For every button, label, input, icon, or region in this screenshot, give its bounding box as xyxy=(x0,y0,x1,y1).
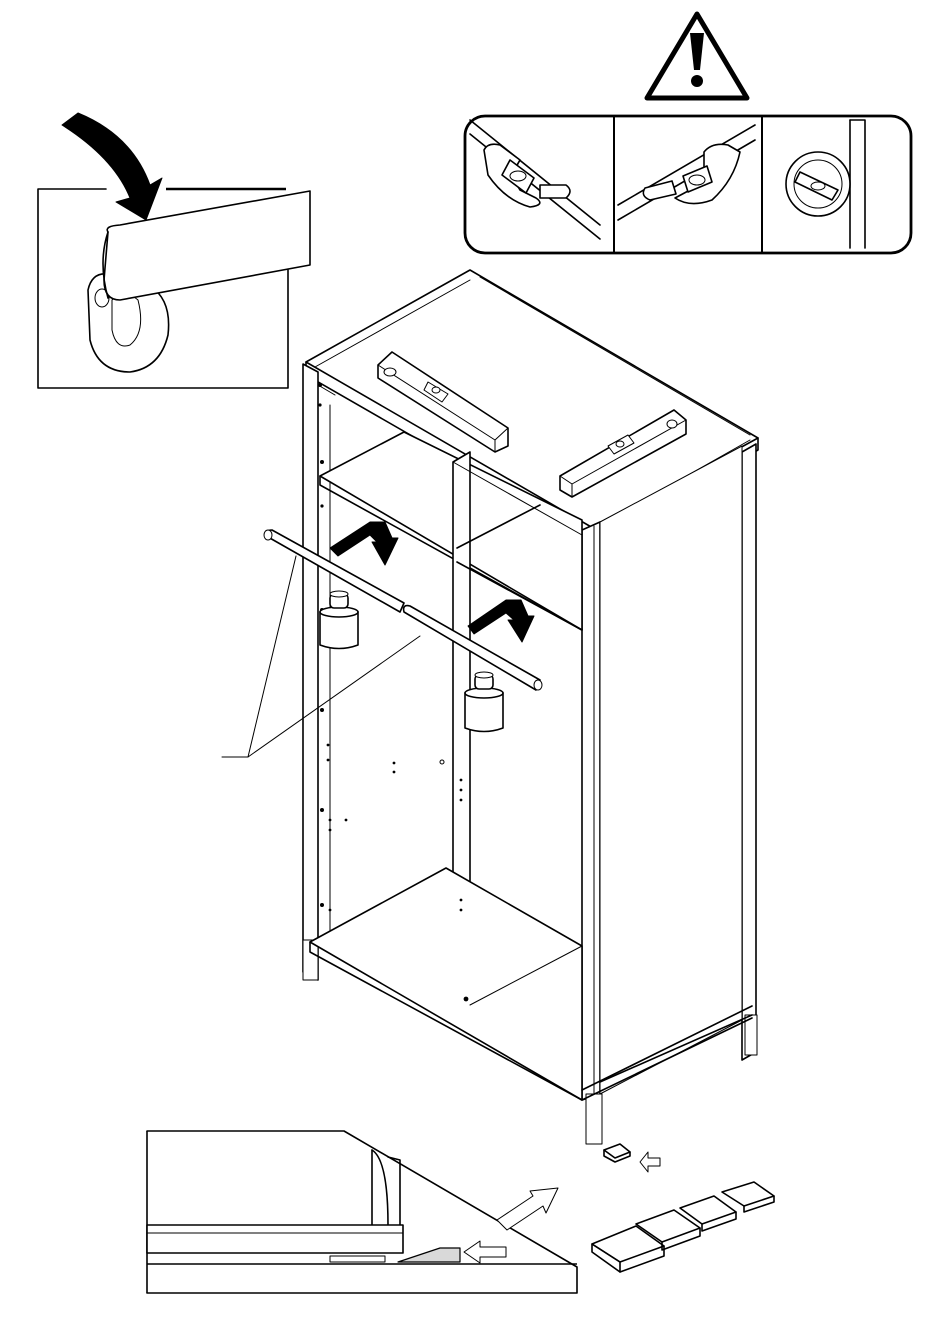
level-check-panel xyxy=(465,116,911,253)
rod-bracket-detail xyxy=(38,113,310,388)
wardrobe-frame xyxy=(303,270,758,1144)
leg-shim xyxy=(604,1144,660,1172)
weight-icon-left xyxy=(320,591,358,649)
leveling-section-detail xyxy=(147,1131,577,1293)
warning-triangle-icon xyxy=(647,14,747,98)
shims-set xyxy=(592,1182,774,1272)
arrow-down-right-icon xyxy=(468,600,534,642)
rod-leader-lines xyxy=(222,556,420,757)
arrow-down-left-icon xyxy=(330,522,398,565)
